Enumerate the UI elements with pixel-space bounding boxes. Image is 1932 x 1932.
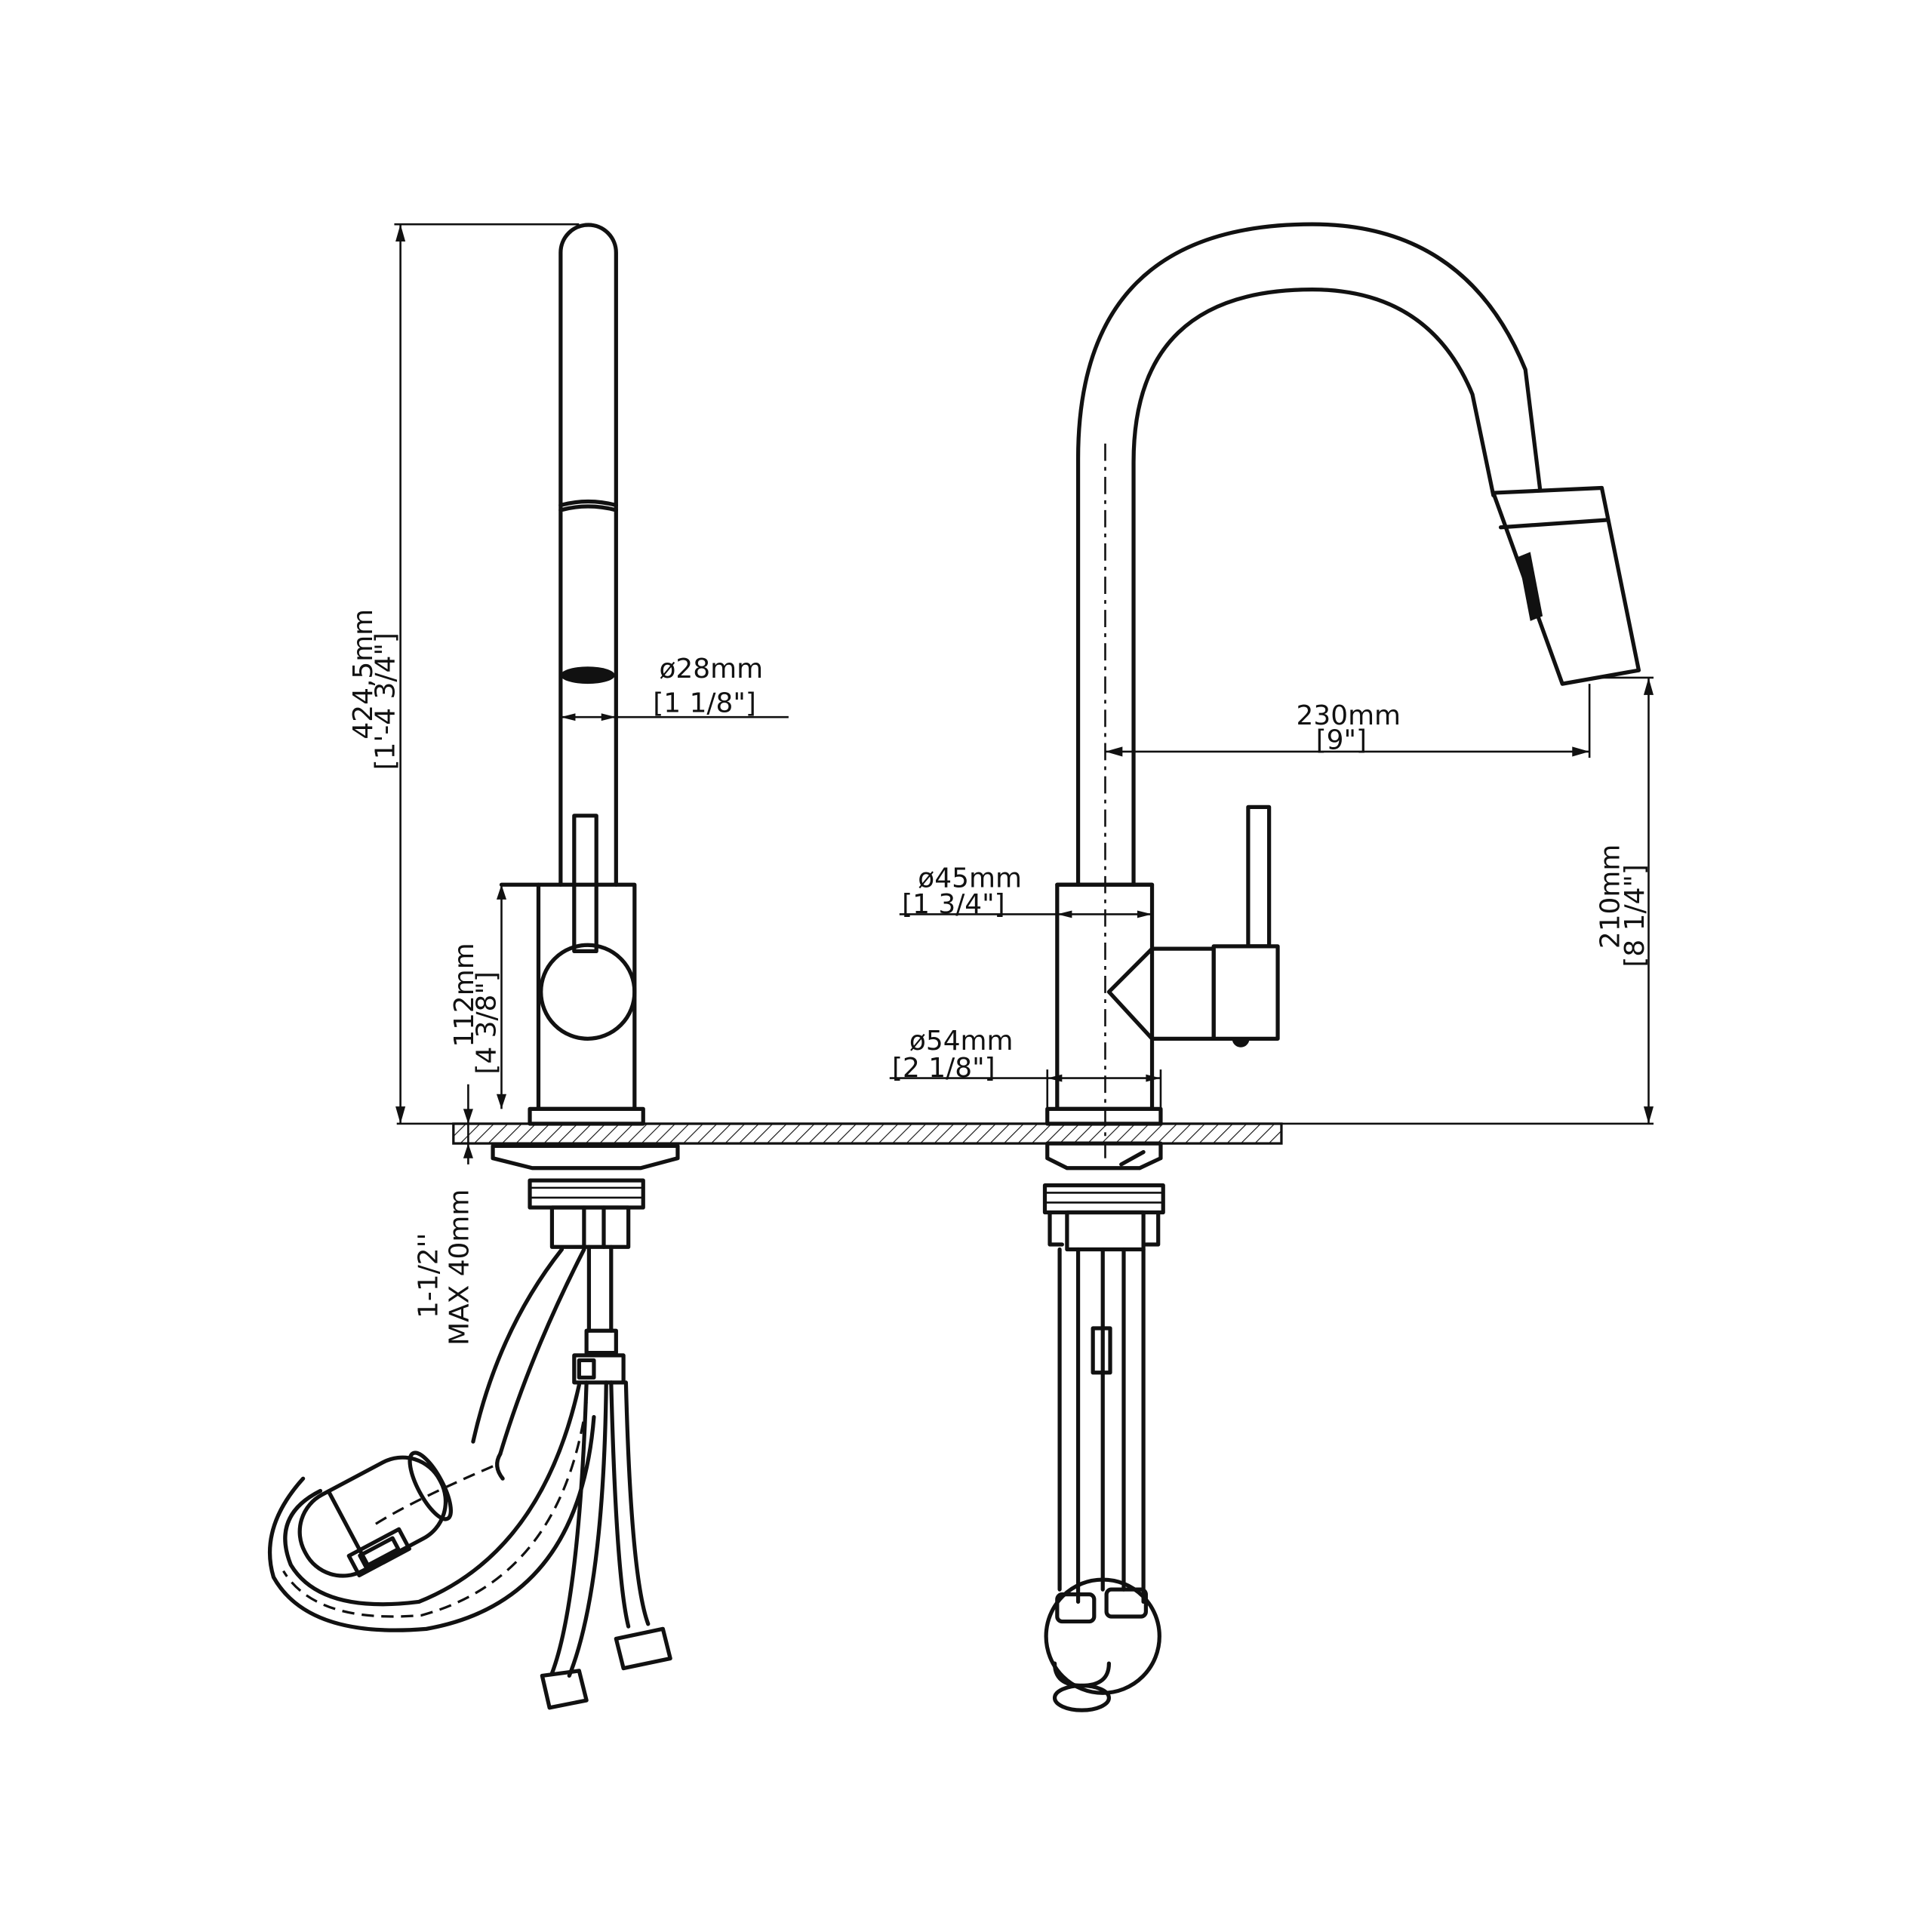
overall-height-imperial: [1'-4 3/4"] <box>370 632 401 770</box>
dimension-base-diameter: ø54mm [2 1/8"] <box>889 1026 1162 1109</box>
body-height-imperial: [4 3/8"] <box>471 971 502 1075</box>
dimension-spout-height: 210mm [8 1/4"] <box>1595 676 1654 1124</box>
dimension-body-height: 112mm [4 3/8"] <box>449 884 507 1109</box>
side-view-faucet <box>267 223 680 1710</box>
reach-metric: 230mm <box>1297 700 1401 731</box>
body-height-metric: 112mm <box>449 943 480 1048</box>
base-diameter-metric: ø54mm <box>909 1026 1014 1057</box>
spout-diameter-imperial: [1 1/8"] <box>653 688 756 719</box>
dimension-reach: 230mm [9"] <box>1105 684 1591 758</box>
front-view-faucet <box>1042 222 1641 1712</box>
base-diameter-imperial: [2 1/8"] <box>892 1053 995 1084</box>
dimension-overall-height: 424,5mm [1'-4 3/4"] <box>348 223 580 1124</box>
dimension-body-diameter: ø45mm [1 3/4"] <box>899 863 1152 920</box>
reach-imperial: [9"] <box>1316 725 1367 756</box>
body-diameter-imperial: [1 3/4"] <box>902 889 1005 920</box>
dimension-spout-diameter: ø28mm [1 1/8"] <box>560 654 789 721</box>
max-deck-imperial: 1-1/2'' <box>414 1233 445 1318</box>
spout-height-metric: 210mm <box>1595 844 1626 949</box>
max-deck-metric: MAX 40mm <box>444 1189 475 1346</box>
overall-height-metric: 424,5mm <box>348 609 379 740</box>
spout-height-imperial: [8 1/4"] <box>1620 864 1651 968</box>
dimension-max-deck-thickness: 1-1/2'' MAX 40mm <box>414 1084 475 1346</box>
countertop <box>396 1122 1654 1145</box>
body-diameter-metric: ø45mm <box>918 863 1022 894</box>
spout-diameter-metric: ø28mm <box>659 654 763 685</box>
